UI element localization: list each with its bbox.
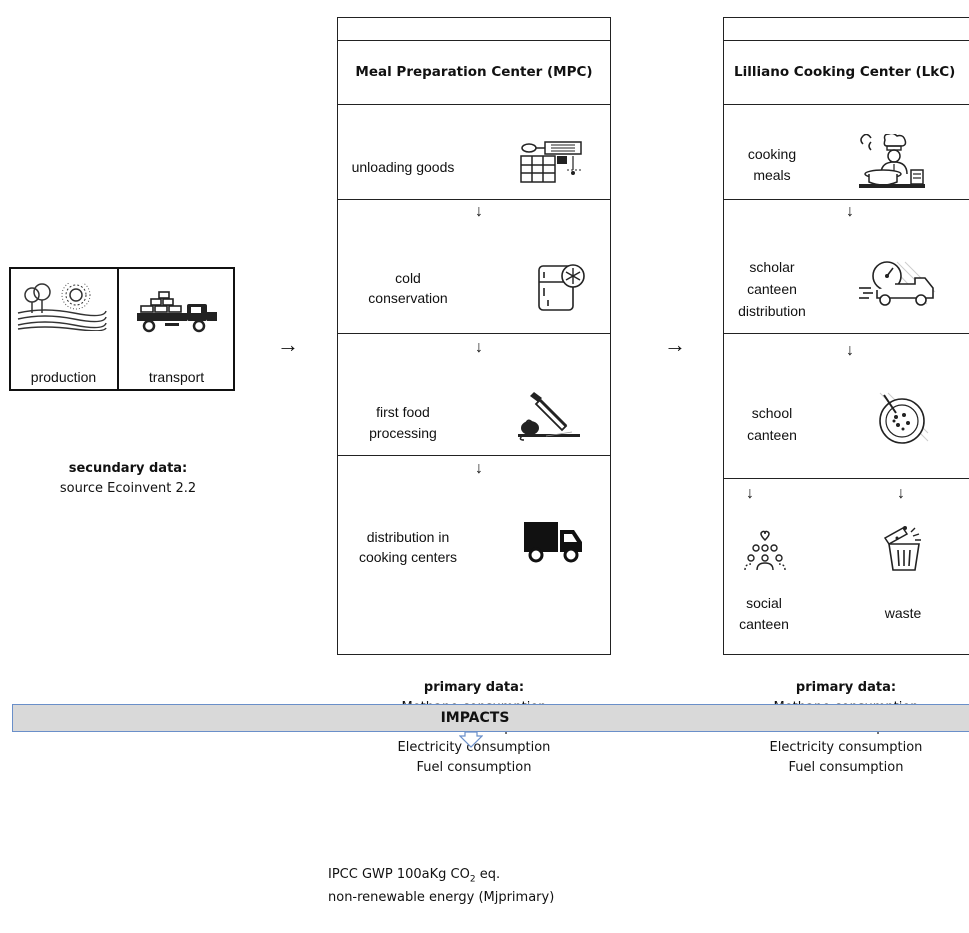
trash-bin-icon (883, 526, 921, 571)
secondary-data-source: source Ecoinvent 2.2 (59, 481, 197, 496)
production-transport-divider (117, 268, 119, 390)
mpc-arrow-1: ↓ (475, 203, 483, 220)
lkc-column (723, 17, 969, 655)
production-field-icon (17, 283, 107, 331)
knife-cutting-icon (518, 392, 580, 441)
flow-arrow-mpc-to-lkc: → (664, 332, 686, 357)
mpc-step-unloading-label: unloading goods (351, 159, 455, 175)
impacts-bar (12, 704, 969, 732)
secondary-data-title: secundary data: (68, 461, 188, 476)
lkc-divider-2 (723, 333, 969, 334)
lkc-step-cooking-label-line2: meals (753, 167, 791, 183)
mpc-header-bottom-line (337, 104, 611, 105)
transport-label: transport (148, 369, 205, 385)
lkc-header-top-line (723, 40, 969, 41)
mpc-divider-2 (337, 333, 611, 334)
mpc-arrow-2: ↓ (475, 339, 483, 356)
mpc-arrow-3: ↓ (475, 460, 483, 477)
lkc-title: Lilliano Cooking Center (LkC) (734, 64, 956, 80)
plate-icon (879, 392, 929, 444)
lkc-step-school-canteen-label-line1: school (751, 405, 793, 421)
lkc-primary-data-title: primary data: (795, 680, 897, 695)
mpc-primary-data-item: Fuel consumption (416, 760, 532, 775)
lkc-primary-data-item: Fuel consumption (788, 760, 904, 775)
mpc-step-processing-label-line1: first food (376, 404, 430, 420)
lkc-arrow-3b: ↓ (897, 485, 905, 502)
mpc-step-distribution-label-line2: cooking centers (358, 549, 458, 565)
scale-icon (520, 141, 582, 183)
lkc-header-bottom-line (723, 104, 969, 105)
lkc-divider-1 (723, 199, 969, 200)
delivery-truck-icon (859, 261, 936, 306)
lkc-arrow-2: ↓ (846, 342, 854, 359)
lkc-arrow-3a: ↓ (746, 485, 754, 502)
mpc-divider-1 (337, 199, 611, 200)
impacts-gwp-suffix: eq. (475, 867, 501, 882)
flow-arrow-left-to-mpc: → (277, 332, 299, 357)
lkc-branch-waste-label: waste (884, 605, 922, 621)
lkc-branch-social-label-line2: canteen (739, 616, 789, 632)
mpc-header-top-line (337, 40, 611, 41)
impacts-gwp-prefix: IPCC GWP 100aKg CO (328, 867, 470, 882)
lkc-step-school-canteen-label-line2: canteen (747, 427, 797, 443)
lkc-branch-social-label-line1: social (746, 595, 782, 611)
lkc-step-distribution-label-line3: distribution (738, 303, 806, 319)
lkc-step-cooking-label-line1: cooking (747, 146, 797, 162)
chef-icon (859, 134, 925, 188)
lkc-primary-data-item: Electricity consumption (769, 740, 923, 755)
impacts-energy-line: non-renewable energy (Mjprimary) (328, 890, 555, 905)
mpc-step-processing-label-line2: processing (369, 425, 437, 441)
lkc-step-distribution-label-line2: canteen (747, 281, 797, 297)
impacts-down-arrow-icon (459, 732, 483, 748)
lkc-divider-3 (723, 478, 969, 479)
van-icon (524, 522, 582, 563)
lkc-step-distribution-label-line1: scholar (749, 259, 795, 275)
impacts-gwp-subscript: 2 (469, 874, 476, 885)
mpc-step-cold-label-line2: conservation (368, 290, 448, 306)
mpc-primary-data-title: primary data: (423, 680, 525, 695)
mpc-primary-data-item: Electricity consumption (397, 740, 551, 755)
transport-truck-icon (137, 291, 217, 333)
impacts-title: IMPACTS (440, 710, 510, 726)
lkc-arrow-1: ↓ (846, 203, 854, 220)
fridge-icon (538, 264, 585, 311)
mpc-step-distribution-label-line1: distribution in (366, 529, 450, 545)
mpc-divider-3 (337, 455, 611, 456)
mpc-title: Meal Preparation Center (MPC) (355, 64, 593, 80)
production-label: production (30, 369, 97, 385)
mpc-step-cold-label-line1: cold (395, 270, 421, 286)
impacts-gwp-line: IPCC GWP 100aKg CO2 eq. (328, 866, 500, 889)
people-heart-icon (744, 530, 786, 571)
